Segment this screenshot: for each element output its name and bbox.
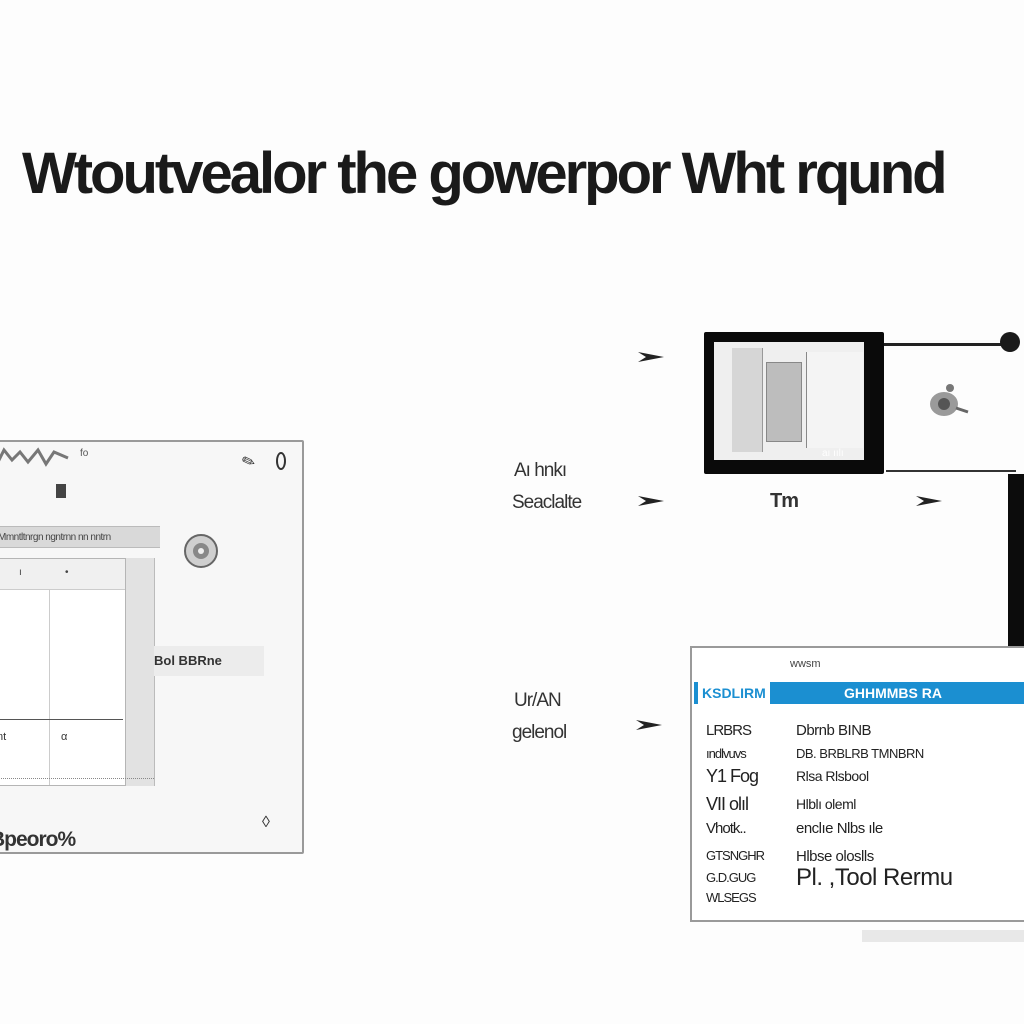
label-2-line-2: gelenol	[512, 722, 567, 743]
side-strip	[126, 558, 155, 786]
details-window[interactable]: wwsm KSDLIRM GHHMMBS RA LRBRS Dbrnb BINB…	[690, 646, 1024, 922]
preview-content	[714, 342, 864, 460]
label-1-line-1: Aı hnkı	[514, 460, 567, 481]
window-marker-icon[interactable]	[276, 452, 286, 470]
table-row[interactable]: GTSNGHR Hlbse oloslls	[706, 848, 1024, 872]
preview-window[interactable]: aı ıılı	[704, 332, 884, 474]
gear-icon[interactable]	[182, 532, 220, 570]
side-label: Bol BBRne	[154, 646, 264, 676]
arrow-icon	[636, 720, 662, 730]
table-row[interactable]: WLSEGS	[706, 890, 1024, 914]
panel-header-mark-2: •	[65, 567, 69, 578]
table-row[interactable]: G.D.GUG Pl. ,Tool Rermu	[706, 864, 1024, 894]
row-value: Dbrnb BINB	[796, 722, 872, 739]
small-marker-icon	[56, 484, 66, 498]
connector-line	[884, 343, 1012, 346]
table-row[interactable]: Y1 Fog Rlsa Rlsbool	[706, 766, 1024, 790]
row-key: VII olıl	[706, 794, 749, 814]
corner-label: fo	[80, 448, 89, 459]
preview-badge: aı ıılı	[822, 448, 844, 459]
details-title: wwsm	[790, 658, 821, 670]
header-left: KSDLIRM	[698, 682, 770, 704]
arrow-icon	[916, 496, 942, 506]
row-value: Pl. ,Tool Rermu	[796, 864, 953, 891]
row-key: WLSEGS	[706, 890, 757, 905]
table-row[interactable]: Vhotk.. enclıe Nlbs ıle	[706, 820, 1024, 844]
panel-cell-a: nt	[0, 731, 7, 743]
bottom-caption: Bpeoro%	[0, 828, 76, 851]
table-row[interactable]: ındlvuvs DB. BRBLRB TMNBRN	[706, 746, 1024, 770]
top-right-label: Tm	[770, 490, 799, 512]
connector-dot-icon	[1000, 332, 1020, 352]
status-line	[0, 778, 154, 789]
row-value: Hlblı oleml	[796, 796, 856, 812]
row-value: enclıe Nlbs ıle	[796, 820, 883, 837]
toolbar[interactable]: Mmntltnrgn ngntrnn nn nntrn	[0, 526, 160, 548]
headline-title: Wtoutvealor the gowerpor Wht rqund	[22, 141, 948, 206]
side-bar	[1008, 474, 1024, 672]
row-key: Y1 Fog	[706, 766, 759, 786]
row-value: Hlbse oloslls	[796, 848, 874, 865]
ornament-icon	[930, 384, 969, 416]
preview-column-c	[806, 352, 863, 448]
panel-header: ı •	[0, 559, 125, 590]
ribbon-corner-icon	[0, 447, 69, 467]
row-key: LRBRS	[706, 722, 752, 739]
panel-divider-vertical	[49, 589, 50, 785]
preview-column-a	[732, 348, 763, 452]
arrow-icon	[638, 496, 664, 506]
row-key: ındlvuvs	[706, 746, 747, 761]
row-key: G.D.GUG	[706, 870, 756, 885]
content-panel: ı • nt α	[0, 558, 126, 786]
panel-header-mark-1: ı	[19, 567, 22, 578]
row-value: DB. BRBLRB TMNBRN	[796, 746, 924, 761]
label-2-line-1: Ur/AN	[514, 690, 562, 711]
resize-handle-icon[interactable]: ◊	[262, 814, 270, 831]
preview-column-b	[766, 362, 802, 442]
table-row[interactable]: LRBRS Dbrnb BINB	[706, 722, 1024, 746]
row-key: GTSNGHR	[706, 848, 765, 863]
details-header[interactable]: KSDLIRM GHHMMBS RA	[694, 682, 1024, 704]
label-1-line-2: Seaclalte	[512, 492, 582, 513]
panel-cell-b: α	[61, 731, 68, 743]
connector-line-lower	[886, 470, 1016, 472]
window-shadow	[862, 930, 1024, 942]
pin-icon[interactable]: ✎	[239, 452, 259, 473]
row-value: Rlsa Rlsbool	[796, 768, 869, 784]
header-right: GHHMMBS RA	[844, 685, 942, 701]
row-key: Vhotk..	[706, 820, 747, 837]
panel-divider-horizontal	[0, 719, 123, 720]
table-row[interactable]: VII olıl Hlblı oleml	[706, 794, 1024, 818]
left-window: fo ✎ Mmntltnrgn ngntrnn nn nntrn ı • nt …	[0, 440, 304, 854]
arrow-icon	[638, 352, 664, 362]
